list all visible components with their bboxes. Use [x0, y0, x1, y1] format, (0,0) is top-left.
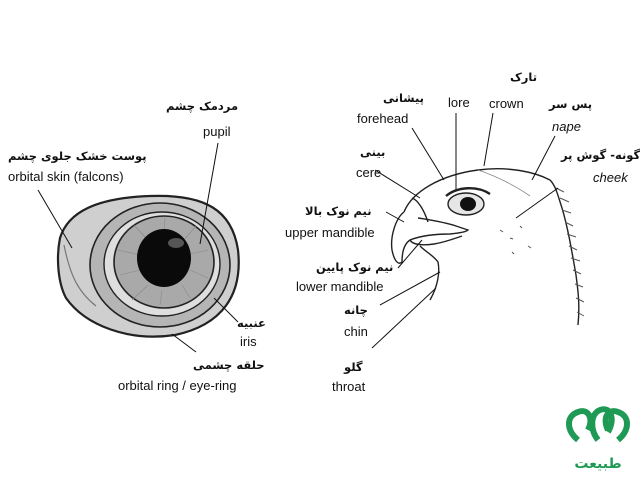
- orbital-ring-label-fa: حلقه چشمی: [193, 358, 265, 372]
- throat-label-fa: گلو: [344, 360, 363, 374]
- forehead-label-en: forehead: [357, 111, 409, 126]
- nape-label-fa: پس سر: [549, 97, 593, 111]
- cere-label-en: cere: [356, 165, 382, 180]
- pupil-label-en: pupil: [203, 124, 231, 139]
- head-leader-lines: [371, 112, 559, 349]
- chin-label-en: chin: [344, 324, 368, 339]
- logo-mark: [566, 406, 630, 443]
- orbital-skin-label-fa: پوست خشک جلوی چشم: [8, 149, 147, 163]
- chin-label-fa: چانه: [344, 303, 368, 317]
- pupil-shape: [137, 229, 191, 287]
- nape-label-en: nape: [552, 119, 581, 134]
- bird-head-drawing: [390, 168, 585, 326]
- lower-mandible-label-en: lower mandible: [296, 279, 384, 294]
- iris-label-en: iris: [240, 334, 257, 349]
- pupil-label-fa: مردمک چشم: [166, 99, 239, 113]
- beak-lower: [409, 235, 463, 246]
- eye-leader-lines: [37, 142, 239, 353]
- cheek-label-fa: گونه- گوش پر: [561, 148, 640, 162]
- orbital-ring-label-en: orbital ring / eye-ring: [118, 378, 237, 393]
- cere-label-fa: بینی: [360, 145, 386, 159]
- cheek-label-en: cheek: [593, 170, 628, 185]
- lore-label-en: lore: [448, 95, 470, 110]
- jaw-line: [419, 245, 440, 301]
- crown-label-en: crown: [489, 96, 524, 111]
- lower-mandible-label-fa: نیم نوک پایین: [316, 260, 394, 274]
- cere-shape: [411, 197, 429, 223]
- upper-mandible-label-fa: نیم نوک بالا: [305, 204, 372, 218]
- logo-wordmark: طبیعت: [574, 456, 622, 472]
- upper-mandible-label-en: upper mandible: [285, 225, 375, 240]
- throat-label-en: throat: [332, 379, 366, 394]
- eye-drawing: [56, 194, 240, 338]
- crown-label-fa: تارک: [510, 70, 538, 84]
- iris-label-fa: عنبیه: [237, 316, 266, 330]
- forehead-label-fa: پیشانی: [383, 91, 424, 105]
- orbital-skin-label-en: orbital skin (falcons): [8, 169, 124, 184]
